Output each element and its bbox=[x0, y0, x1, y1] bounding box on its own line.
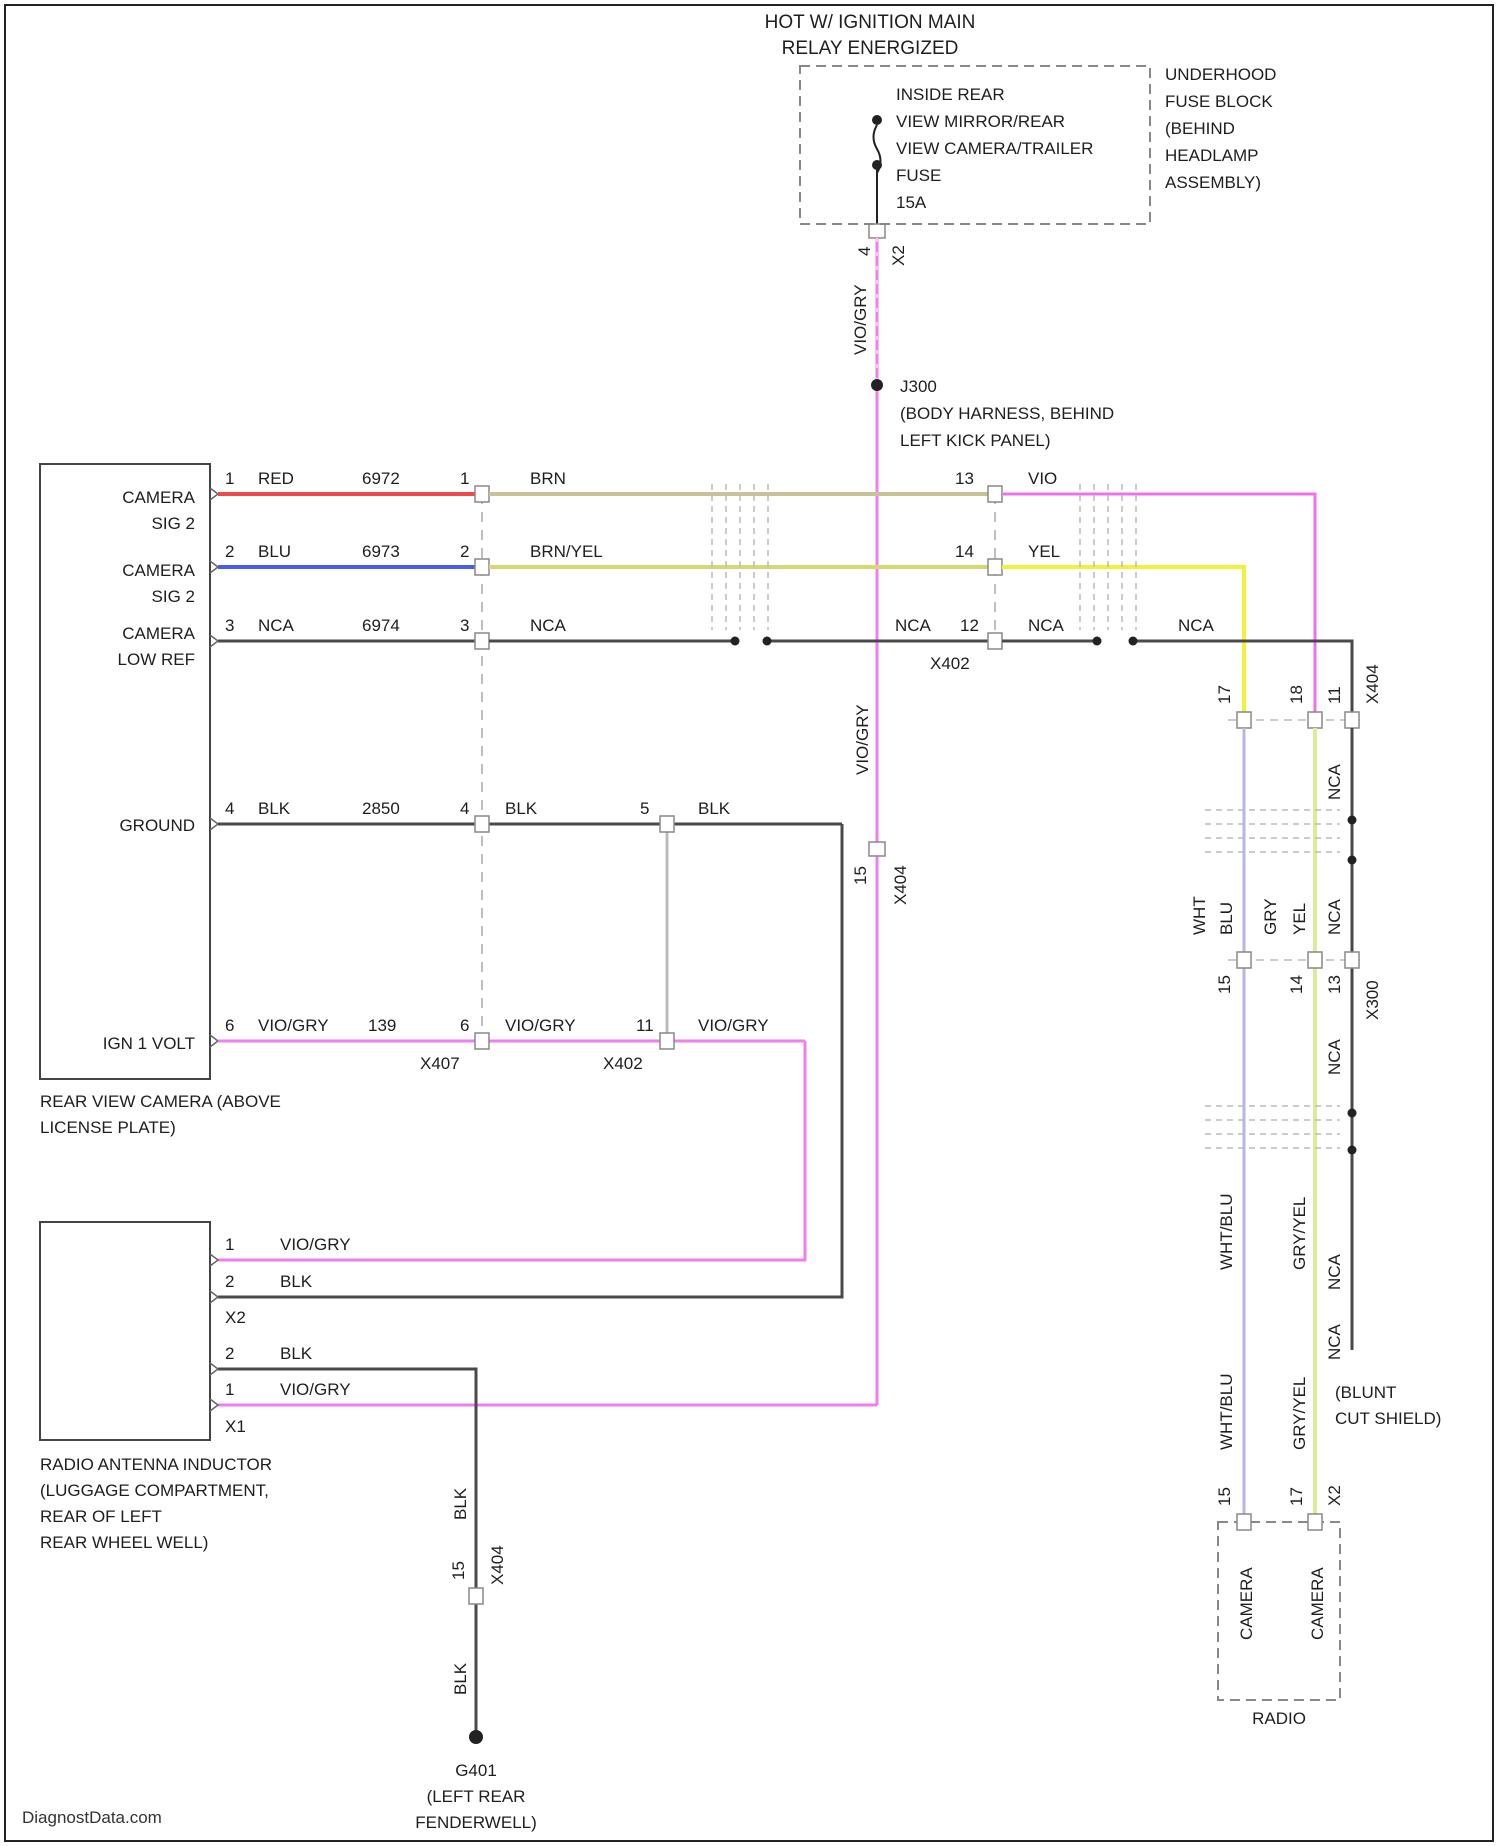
site-credit: DiagnostData.com bbox=[22, 1808, 162, 1828]
diagram-border bbox=[4, 4, 1494, 1842]
